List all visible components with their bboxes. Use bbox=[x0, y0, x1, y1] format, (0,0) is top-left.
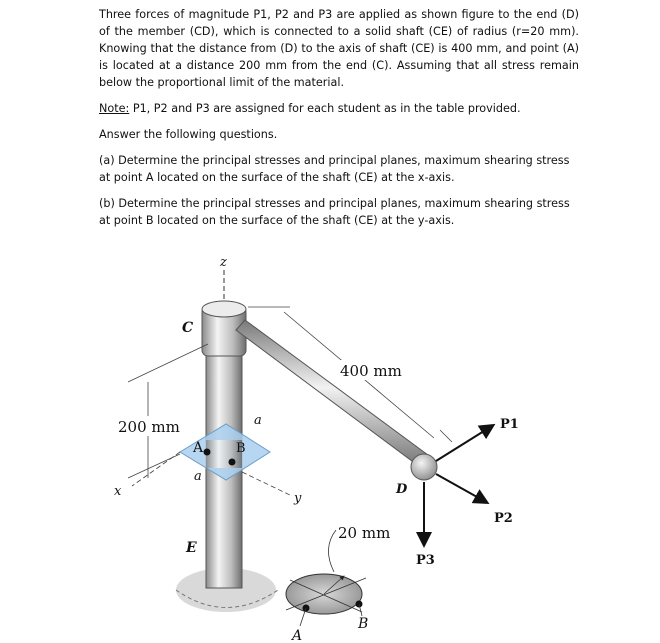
z-axis-label: z bbox=[219, 255, 227, 270]
dim-400-ext2 bbox=[439, 429, 453, 443]
problem-statement: Three forces of magnitude P1, P2 and P3 … bbox=[99, 8, 579, 89]
dim-200-ext2 bbox=[127, 453, 181, 479]
member-cd bbox=[235, 319, 433, 471]
section-radius bbox=[323, 575, 345, 595]
section-a-leader bbox=[299, 607, 307, 627]
x-axis-label: x bbox=[114, 484, 122, 499]
question-a: (a) Determine the principal stresses and… bbox=[99, 154, 570, 184]
label-c: C bbox=[182, 320, 193, 336]
section-line-2 bbox=[289, 579, 363, 613]
shaft-figure: z 400 mm A B a a x y 200 mm C D E P1 P2 … bbox=[114, 255, 519, 643]
problem-text: Three forces of magnitude P1, P2 and P3 … bbox=[99, 6, 579, 229]
shaft-through-plane bbox=[206, 440, 242, 468]
force-p2-arrow bbox=[435, 473, 490, 504]
label-a-point: A bbox=[192, 440, 204, 456]
end-d-ball bbox=[410, 453, 438, 481]
dim-400-bg bbox=[338, 360, 406, 380]
label-a-bottom: a bbox=[194, 469, 202, 484]
section-label-a: A bbox=[290, 628, 302, 643]
shaft-cap-top bbox=[201, 300, 247, 318]
dim-20-leader bbox=[328, 529, 337, 573]
note-text: P1, P2 and P3 are assigned for each stud… bbox=[129, 102, 521, 115]
label-a-top: a bbox=[254, 413, 262, 428]
label-d: D bbox=[395, 482, 408, 497]
dim-200-label: 200 mm bbox=[118, 418, 180, 436]
y-axis-label: y bbox=[293, 491, 302, 506]
base-shadow bbox=[176, 568, 276, 612]
dim-200-ext1 bbox=[127, 343, 209, 383]
force-p3-label: P3 bbox=[416, 553, 435, 568]
dim-200-bg bbox=[116, 416, 188, 436]
plane-axis-y bbox=[241, 471, 293, 497]
dim-400-label: 400 mm bbox=[340, 362, 402, 380]
section-line-1 bbox=[285, 577, 367, 611]
label-b-point: B bbox=[236, 441, 246, 456]
force-p2-label: P2 bbox=[494, 511, 513, 526]
force-p1-arrow bbox=[435, 423, 496, 462]
note-line: Note: P1, P2 and P3 are assigned for eac… bbox=[99, 100, 579, 117]
label-e: E bbox=[185, 540, 197, 556]
force-p1-label: P1 bbox=[500, 417, 519, 432]
instruction-line: Answer the following questions. bbox=[99, 128, 278, 141]
section-b-leader bbox=[358, 603, 363, 617]
section-label-b: B bbox=[357, 616, 368, 632]
question-b: (b) Determine the principal stresses and… bbox=[99, 197, 570, 227]
point-b-dot bbox=[228, 458, 236, 466]
note-label: Note: bbox=[99, 102, 130, 115]
point-a-dot bbox=[203, 448, 211, 456]
dim-20-label: 20 mm bbox=[338, 524, 390, 542]
